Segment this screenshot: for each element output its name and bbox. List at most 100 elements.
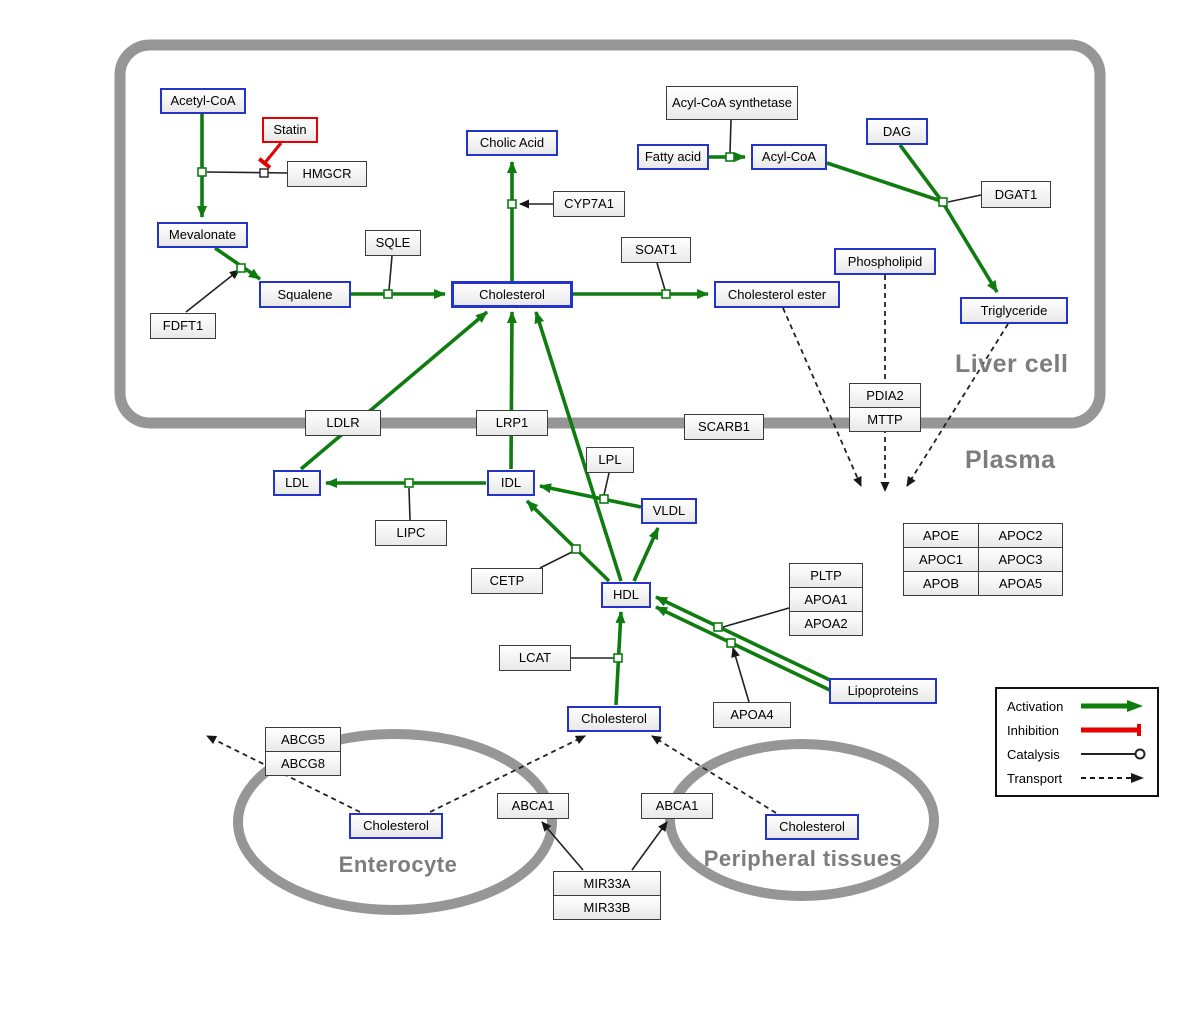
inhibition-tbar-icon <box>1081 724 1141 736</box>
legend-transport-label: Transport <box>1007 770 1063 786</box>
node-scarb1[interactable]: SCARB1 <box>684 414 764 440</box>
edge-anchor <box>725 152 735 162</box>
edge-mevalonate-squalene <box>213 246 262 281</box>
edge-junction-triglyceride <box>941 202 999 293</box>
node-lipc[interactable]: LIPC <box>375 520 447 546</box>
node-dag[interactable]: DAG <box>866 118 928 145</box>
edge-pltp-anchor <box>722 607 790 628</box>
node-apoa2[interactable]: APOA2 <box>789 611 863 636</box>
node-cholesterol-enterocyte[interactable]: Cholesterol <box>349 813 443 839</box>
legend-catalysis-label: Catalysis <box>1007 746 1060 762</box>
edge-anchor <box>661 289 671 299</box>
node-fatty-acid[interactable]: Fatty acid <box>637 144 709 170</box>
node-ldlr[interactable]: LDLR <box>305 410 381 436</box>
edge-hmgcr-anchor <box>206 171 288 174</box>
node-acyl-coa-synthetase[interactable]: Acyl-CoA synthetase <box>666 86 798 120</box>
legend-row-activation: Activation <box>1007 698 1147 714</box>
node-sqle[interactable]: SQLE <box>365 230 421 256</box>
node-apoc1[interactable]: APOC1 <box>903 547 979 572</box>
node-apoa5[interactable]: APOA5 <box>978 571 1063 596</box>
node-cholesterol-ester[interactable]: Cholesterol ester <box>714 281 840 308</box>
node-apoc2[interactable]: APOC2 <box>978 523 1063 548</box>
node-phospholipid[interactable]: Phospholipid <box>834 248 936 275</box>
node-statin[interactable]: Statin <box>262 117 318 143</box>
node-hdl[interactable]: HDL <box>601 582 651 608</box>
legend: Activation Inhibition Catalysis Transpor… <box>995 687 1159 797</box>
plasma-label: Plasma <box>965 446 1056 474</box>
node-apoa1[interactable]: APOA1 <box>789 587 863 612</box>
edge-anchor <box>259 168 269 178</box>
edge-anchor <box>236 263 246 273</box>
node-idl[interactable]: IDL <box>487 470 535 496</box>
node-lpl[interactable]: LPL <box>586 447 634 473</box>
node-hmgcr[interactable]: HMGCR <box>287 161 367 187</box>
node-lrp1[interactable]: LRP1 <box>476 410 548 436</box>
legend-inhibition-label: Inhibition <box>1007 722 1060 738</box>
node-apoa4[interactable]: APOA4 <box>713 702 791 728</box>
node-cholic-acid[interactable]: Cholic Acid <box>466 130 558 156</box>
node-cholesterol-plasma[interactable]: Cholesterol <box>567 706 661 732</box>
node-ldl[interactable]: LDL <box>273 470 321 496</box>
node-dgat1[interactable]: DGAT1 <box>981 181 1051 208</box>
edge-anchor <box>404 478 414 488</box>
node-apoe[interactable]: APOE <box>903 523 979 548</box>
node-cholesterol-liver[interactable]: Cholesterol <box>451 281 573 308</box>
edge-cholesterolplasma-hdl <box>614 611 626 706</box>
node-abcg8[interactable]: ABCG8 <box>265 751 341 776</box>
node-mir33b[interactable]: MIR33B <box>553 895 661 920</box>
edge-statin-hmgcr <box>257 142 283 170</box>
node-vldl[interactable]: VLDL <box>641 498 697 524</box>
node-abcg5[interactable]: ABCG5 <box>265 727 341 752</box>
node-pltp[interactable]: PLTP <box>789 563 863 588</box>
edge-acylcoa-junction <box>826 161 942 203</box>
edge-mir33-abca1-right <box>631 821 668 871</box>
node-squalene[interactable]: Squalene <box>259 281 351 308</box>
node-lipoproteins[interactable]: Lipoproteins <box>829 678 937 704</box>
node-acetyl-coa[interactable]: Acetyl-CoA <box>160 88 246 114</box>
node-acyl-coa[interactable]: Acyl-CoA <box>751 144 827 170</box>
node-apob[interactable]: APOB <box>903 571 979 596</box>
node-fdft1[interactable]: FDFT1 <box>150 313 216 339</box>
edge-idl-cholesterol <box>506 311 517 470</box>
transport-dashed-arrow-icon <box>1081 773 1144 783</box>
node-mir33a[interactable]: MIR33A <box>553 871 661 896</box>
node-cholesterol-peripheral[interactable]: Cholesterol <box>765 814 859 840</box>
node-cetp[interactable]: CETP <box>471 568 543 594</box>
catalysis-circle-icon <box>1081 748 1146 760</box>
edge-acylcoasynthetase-anchor <box>729 119 732 154</box>
liver-cell-label: Liver cell <box>955 350 1069 378</box>
legend-row-catalysis: Catalysis <box>1007 746 1147 762</box>
edge-sqle-anchor <box>388 255 393 291</box>
node-abca1-enterocyte[interactable]: ABCA1 <box>497 793 569 819</box>
node-apoc3[interactable]: APOC3 <box>978 547 1063 572</box>
node-mevalonate[interactable]: Mevalonate <box>157 222 248 248</box>
edge-anchor <box>599 494 609 504</box>
node-pdia2[interactable]: PDIA2 <box>849 383 921 408</box>
edge-anchor <box>938 197 948 207</box>
edge-anchor <box>571 544 581 554</box>
edge-anchor <box>507 199 517 209</box>
edge-anchor <box>613 653 623 663</box>
node-lcat[interactable]: LCAT <box>499 645 571 671</box>
node-abca1-peripheral[interactable]: ABCA1 <box>641 793 713 819</box>
edge-anchor <box>383 289 393 299</box>
edge-anchor <box>726 638 736 648</box>
liver-cell-compartment <box>114 39 1106 429</box>
edge-mir33-abca1-left <box>541 821 584 871</box>
node-triglyceride[interactable]: Triglyceride <box>960 297 1068 324</box>
edge-anchor <box>197 167 207 177</box>
edge-dgat1-anchor <box>947 194 982 203</box>
edge-fdft1-anchor <box>185 269 240 313</box>
edge-dag-junction <box>898 143 943 202</box>
node-mttp[interactable]: MTTP <box>849 407 921 432</box>
edge-soat1-anchor <box>656 262 666 291</box>
activation-arrow-icon <box>1081 700 1143 712</box>
legend-row-inhibition: Inhibition <box>1007 722 1147 738</box>
edge-lipc-anchor <box>408 487 411 521</box>
node-cyp7a1[interactable]: CYP7A1 <box>553 191 625 217</box>
edge-vldl-idl <box>539 483 642 509</box>
peripheral-tissues-label: Peripheral tissues <box>703 846 903 871</box>
node-soat1[interactable]: SOAT1 <box>621 237 691 263</box>
